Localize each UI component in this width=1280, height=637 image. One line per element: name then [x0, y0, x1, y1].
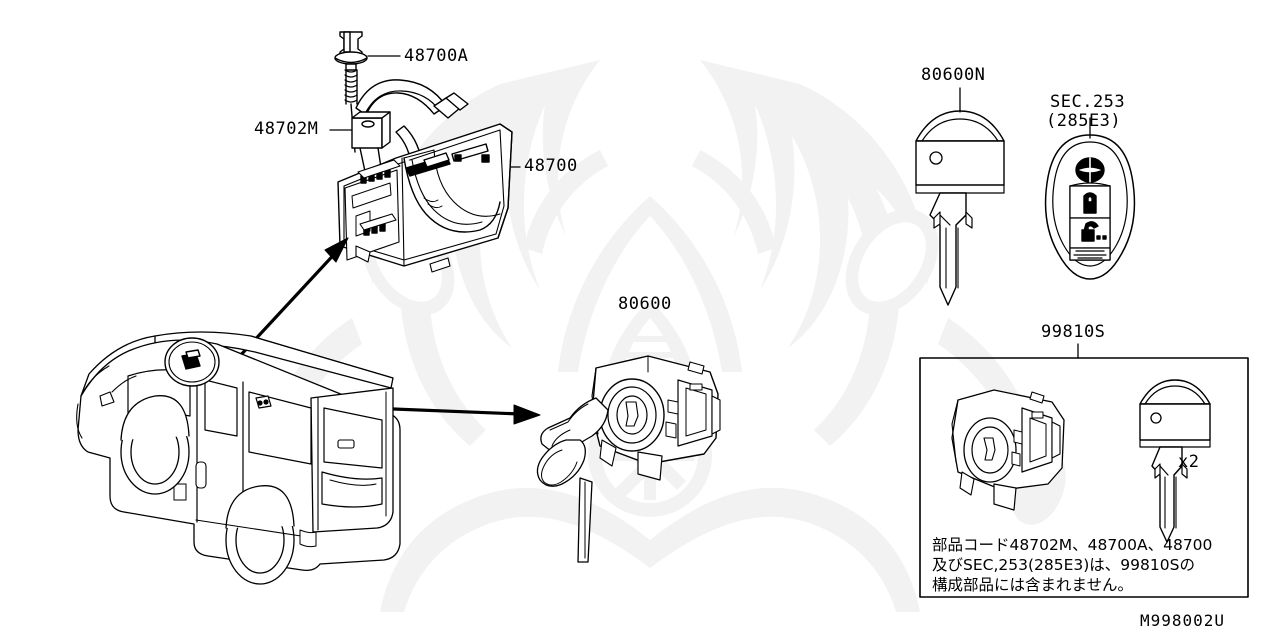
callout-285E3: (285E3) — [1046, 111, 1122, 131]
key-quantity-label: x2 — [1178, 452, 1200, 472]
note-line-1: 部品コード48702M、48700A、48700 — [932, 536, 1213, 554]
body-ignition-icon — [255, 395, 272, 409]
callout-99810S: 99810S — [1041, 322, 1106, 342]
callout-80600N: 80600N — [921, 65, 986, 85]
key-set-lock-cylinder — [951, 389, 1065, 511]
note-line-3: 構成部品には含まれません。 — [932, 576, 1134, 594]
diagram-code: M998002U — [1140, 611, 1226, 630]
callout-48700: 48700 — [524, 156, 578, 176]
key-set-blank-key — [1139, 379, 1211, 543]
leader-lines-top — [329, 55, 521, 168]
vehicle-illustration — [76, 331, 401, 585]
callout-80600: 80600 — [618, 294, 672, 314]
roof-location-circle — [164, 337, 220, 387]
steering-column-cover-48700 — [337, 123, 513, 273]
key-set-box — [919, 357, 1249, 598]
bolt-48700A — [334, 31, 368, 153]
note-line-2: 及びSEC,253(285E3)は、99810Sの — [932, 556, 1195, 574]
ignition-switch-assembly-80600 — [536, 355, 721, 563]
key-cylinder-bracket-48702M — [351, 79, 469, 177]
callout-sec253: SEC.253 — [1050, 92, 1126, 112]
callout-48700A: 48700A — [404, 46, 469, 66]
blank-key-80600N — [915, 110, 1005, 306]
intelligent-key-fob-285E3 — [1044, 134, 1136, 280]
callout-48702M: 48702M — [254, 119, 319, 139]
